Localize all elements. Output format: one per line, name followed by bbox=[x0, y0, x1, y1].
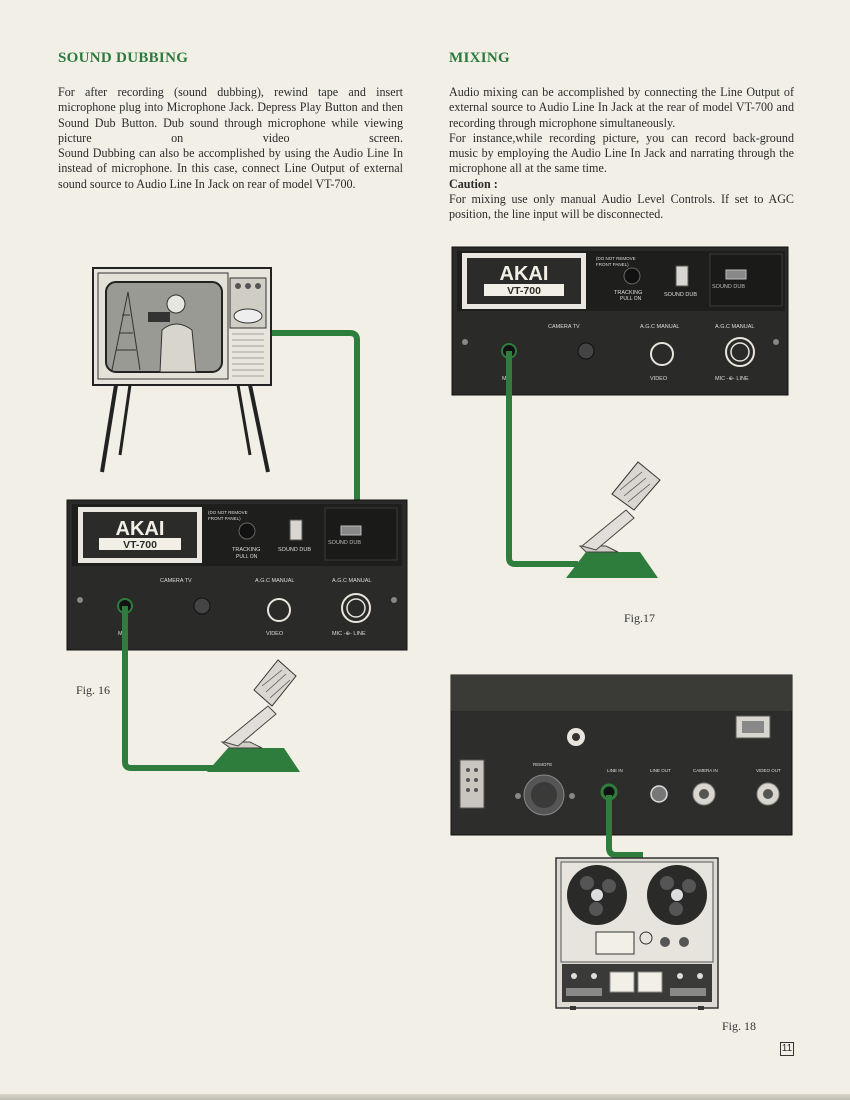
line-in-label: LINE IN bbox=[607, 768, 623, 773]
fig16-caption: Fig. 16 bbox=[76, 683, 111, 697]
caution-text: For mixing use only manual Audio Level C… bbox=[449, 192, 794, 222]
sound-dubbing-paragraph-1: For after recording (sound dubbing), rew… bbox=[58, 85, 403, 145]
mixing-section: MIXING Audio mixing can be accomplished … bbox=[449, 50, 794, 223]
mixing-paragraph-1: Audio mixing can be accomplished by conn… bbox=[449, 85, 794, 130]
video-label-fig17: VIDEO bbox=[650, 376, 668, 382]
television-set bbox=[92, 267, 272, 473]
brand-akai-fig16: AKAI bbox=[116, 518, 165, 540]
tape-deck bbox=[555, 857, 719, 1010]
sound-dub-button-fig16[interactable] bbox=[289, 519, 303, 541]
sound-dubbing-paragraph-2: Sound Dubbing can also be accomplished b… bbox=[58, 146, 403, 191]
sound-dubbing-section: SOUND DUBBING For after recording (sound… bbox=[58, 50, 403, 192]
vt700-rear-panel: REMOTE LINE IN LINE OUT CAMERA IN VIDEO … bbox=[450, 674, 793, 836]
vu-meter-right bbox=[637, 971, 663, 993]
camera-in-label: CAMERA IN bbox=[693, 768, 718, 773]
agc-manual-label-2-fig16: A.G.C MANUAL bbox=[332, 578, 371, 584]
remote-note-2-fig17: FRONT PANEL) bbox=[596, 262, 629, 267]
mic-line-knob-fig16[interactable] bbox=[341, 593, 371, 623]
vt700-panel-fig17: AKAI VT-700 (DO NOT REMOVE FRONT PANEL) … bbox=[451, 246, 789, 396]
remote-note-1-fig17: (DO NOT REMOVE bbox=[596, 256, 636, 261]
mixing-heading: MIXING bbox=[449, 50, 510, 66]
sound-dub-button-fig17[interactable] bbox=[675, 265, 689, 287]
line-out-label: LINE OUT bbox=[650, 768, 671, 773]
camera-tv-label-fig17: CAMERA TV bbox=[548, 324, 580, 330]
sound-dub-label-fig16: SOUND DUB bbox=[278, 547, 311, 553]
remote-label: REMOTE bbox=[533, 762, 552, 767]
camera-tv-label-fig16: CAMERA TV bbox=[160, 578, 192, 584]
sound-dub-indicator-fig16: SOUND DUB bbox=[328, 540, 361, 546]
video-level-knob-fig16[interactable] bbox=[267, 598, 291, 622]
video-label-fig16: VIDEO bbox=[266, 631, 284, 637]
remote-note-2-fig16: FRONT PANEL) bbox=[208, 516, 241, 521]
page-number: 11 bbox=[780, 1042, 794, 1056]
fig18-caption: Fig. 18 bbox=[722, 1019, 757, 1033]
microphone-fig16 bbox=[207, 659, 300, 772]
mic-line-label-fig17: MIC -⊕- LINE bbox=[715, 376, 749, 382]
sound-dub-indicator-fig17: SOUND DUB bbox=[712, 284, 745, 290]
fig17-caption: Fig.17 bbox=[624, 611, 656, 625]
line-out-jack[interactable] bbox=[650, 785, 668, 803]
tracking-label-fig16: TRACKING bbox=[232, 547, 260, 553]
mixing-paragraph-2: For instance,while recording picture, yo… bbox=[449, 130, 794, 176]
sound-dub-label-fig17: SOUND DUB bbox=[664, 292, 697, 298]
mic-line-label-fig16: MIC -⊕- LINE bbox=[332, 631, 366, 637]
microphone-fig17 bbox=[566, 461, 661, 578]
mic-line-knob-fig17[interactable] bbox=[725, 337, 755, 367]
sound-dubbing-heading: SOUND DUBBING bbox=[58, 50, 189, 66]
video-out-label: VIDEO OUT bbox=[756, 768, 781, 773]
caution-label: Caution : bbox=[449, 176, 498, 191]
agc-manual-label-1-fig16: A.G.C MANUAL bbox=[255, 578, 294, 584]
vt700-panel-fig16: AKAI VT-700 (DO NOT REMOVE FRONT PANEL) … bbox=[66, 499, 408, 651]
vu-meter-left bbox=[609, 971, 635, 993]
pull-on-label-fig17: PULL ON bbox=[620, 296, 642, 302]
brand-akai-fig17: AKAI bbox=[500, 263, 549, 285]
camera-tv-switch-fig16[interactable] bbox=[193, 597, 211, 615]
page-edge bbox=[0, 1094, 850, 1100]
model-vt700-fig17: VT-700 bbox=[507, 285, 541, 297]
camera-tv-switch-fig17[interactable] bbox=[577, 342, 595, 360]
remote-note-1-fig16: (DO NOT REMOVE bbox=[208, 510, 248, 515]
pull-on-label-fig16: PULL ON bbox=[236, 554, 258, 560]
video-level-knob-fig17[interactable] bbox=[650, 342, 674, 366]
tracking-label-fig17: TRACKING bbox=[614, 290, 642, 296]
model-vt700-fig16: VT-700 bbox=[123, 539, 157, 551]
side-connector[interactable] bbox=[459, 759, 485, 809]
agc-manual-label-1-fig17: A.G.C MANUAL bbox=[640, 324, 679, 330]
agc-manual-label-2-fig17: A.G.C MANUAL bbox=[715, 324, 754, 330]
